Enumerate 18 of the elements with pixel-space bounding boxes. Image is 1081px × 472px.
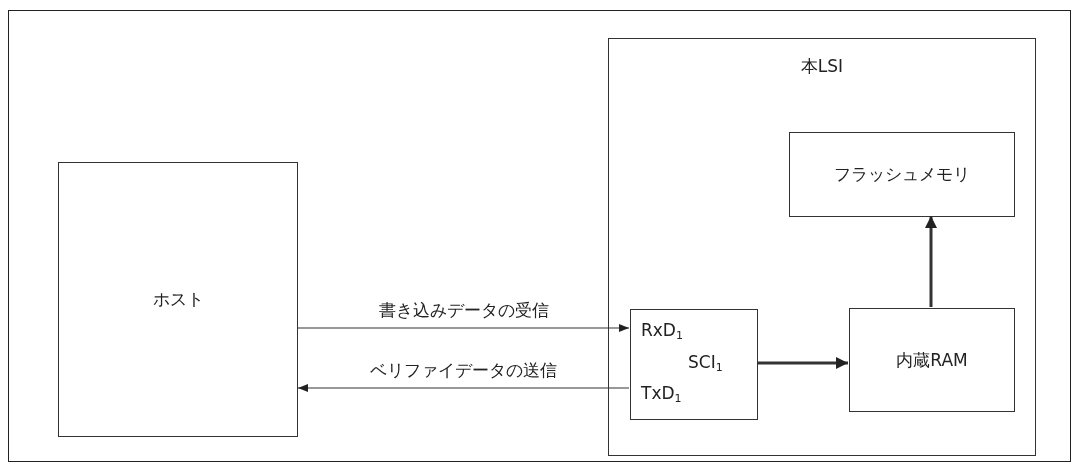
pin-label: RxD$_{1}$ xyxy=(641,320,683,342)
pin-label: TxD$_{1}$ xyxy=(641,383,682,405)
chip-block xyxy=(608,38,1036,456)
block-label: フラッシュメモリ xyxy=(834,163,970,186)
block-box xyxy=(849,308,1015,412)
edge-label: 書き込みデータの受信 xyxy=(376,299,551,322)
block-label: SCI$_{1}$ xyxy=(688,352,723,374)
block-label: ホスト xyxy=(152,288,204,311)
block-box xyxy=(789,132,1015,217)
arrow xyxy=(297,384,630,392)
block-box xyxy=(58,162,298,437)
arrow xyxy=(297,324,630,332)
edge-label: ベリファイデータの送信 xyxy=(368,359,559,382)
block-heading: 本LSI xyxy=(800,55,844,78)
block-box xyxy=(630,309,758,420)
arrow xyxy=(757,357,848,369)
arrow xyxy=(925,216,937,307)
block-label: 内蔵RAM xyxy=(896,348,968,372)
